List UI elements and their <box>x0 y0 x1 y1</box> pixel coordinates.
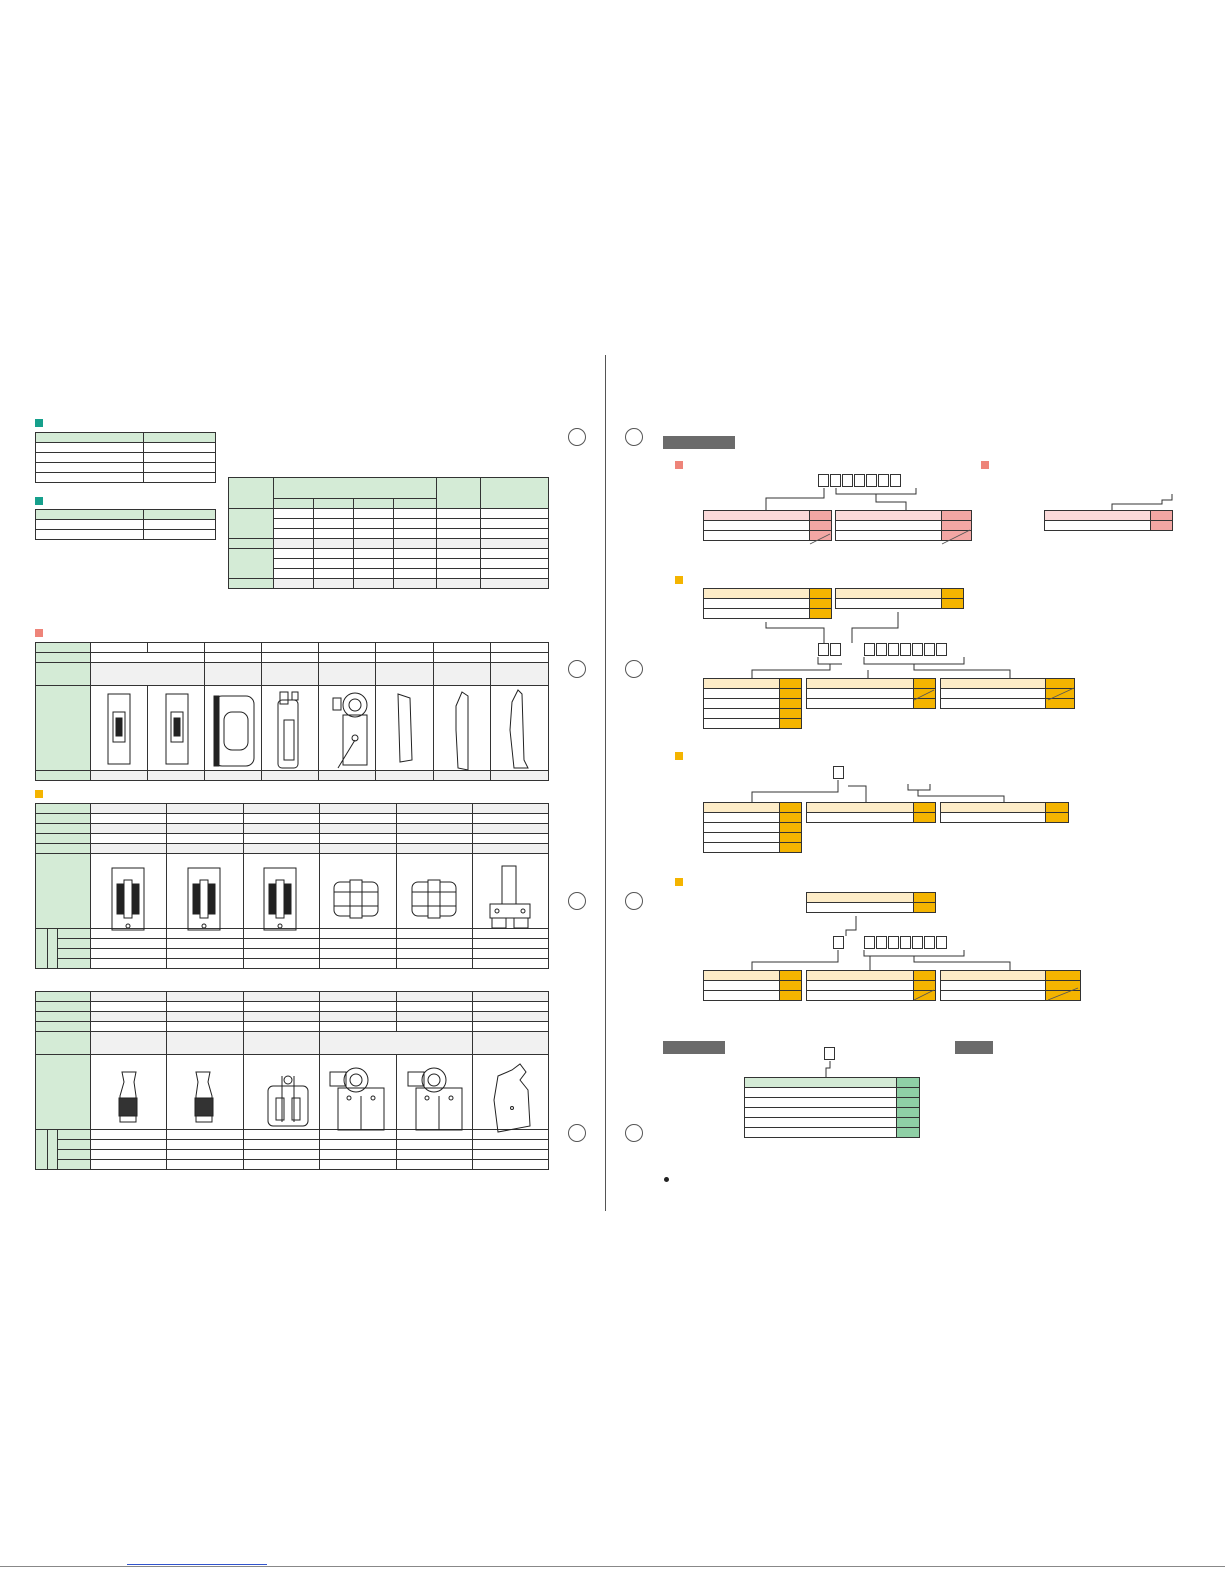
code-table <box>703 970 802 1001</box>
section-marker-gold <box>675 752 683 760</box>
section-header-bar <box>663 1041 725 1054</box>
page-tab-circle <box>568 892 586 910</box>
section-marker-teal <box>35 497 43 505</box>
footer-link-underline[interactable] <box>127 1564 267 1565</box>
section-header-bar <box>663 436 735 449</box>
code-table <box>703 678 802 729</box>
code-table <box>1044 510 1173 531</box>
spec-table-2 <box>35 509 216 540</box>
code-table <box>940 802 1069 823</box>
page-tab-circle <box>568 1124 586 1142</box>
page-tab-circle <box>625 1124 643 1142</box>
model-code-boxes <box>824 1047 835 1060</box>
code-table <box>703 802 802 853</box>
section-marker-salmon <box>981 461 989 469</box>
rating-table <box>228 477 549 589</box>
page-tab-circle <box>625 660 643 678</box>
code-table <box>703 588 832 619</box>
code-table <box>703 510 832 541</box>
code-table <box>806 678 936 709</box>
model-code-boxes <box>833 936 844 949</box>
code-table <box>806 802 936 823</box>
section-marker-gold <box>675 576 683 584</box>
model-code-boxes <box>864 643 947 656</box>
page-divider <box>605 355 606 1211</box>
code-table <box>806 892 936 913</box>
parts-table-1 <box>35 642 549 781</box>
section-marker-gold <box>35 790 43 798</box>
spec-table-1 <box>35 432 216 483</box>
section-marker-teal <box>35 419 43 427</box>
section-marker-salmon <box>35 629 43 637</box>
model-code-boxes <box>864 936 947 949</box>
page-tab-circle <box>625 892 643 910</box>
page-tab-circle <box>625 428 643 446</box>
code-table <box>744 1077 920 1138</box>
bullet-icon <box>664 1177 669 1182</box>
code-table <box>835 588 964 609</box>
code-table <box>806 970 936 1001</box>
code-table <box>835 510 972 541</box>
page-tab-circle <box>568 428 586 446</box>
model-code-boxes <box>818 643 841 656</box>
code-table <box>940 970 1081 1001</box>
section-marker-gold <box>675 878 683 886</box>
section-marker-salmon <box>675 461 683 469</box>
page-bottom-rule <box>0 1566 1225 1567</box>
section-header-bar <box>955 1041 993 1054</box>
model-code-boxes <box>818 474 901 487</box>
code-table <box>940 678 1075 709</box>
page-tab-circle <box>568 660 586 678</box>
model-code-boxes <box>833 766 844 779</box>
